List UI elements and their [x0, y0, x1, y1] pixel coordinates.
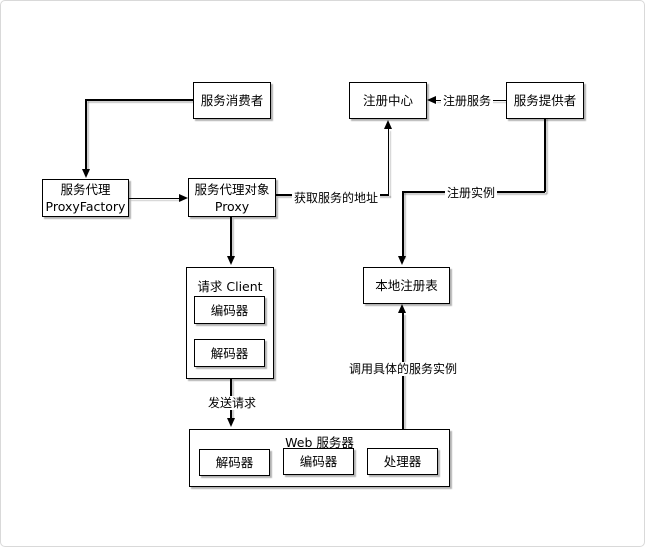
web-server-label: Web 服务器	[285, 435, 354, 450]
node-label: 服务消费者	[200, 93, 264, 108]
node-label-line1: 服务代理对象	[194, 181, 270, 197]
node-service-provider: 服务提供者	[506, 82, 584, 119]
node-label: 服务提供者	[513, 93, 577, 108]
node-local-registry: 本地注册表	[363, 267, 450, 304]
arrowhead-left-icon	[427, 96, 436, 104]
edge-provider-localregistry-v1	[544, 117, 546, 192]
arrowhead-up-icon	[383, 120, 392, 129]
edge-proxyfactory-proxy	[129, 197, 180, 200]
arrowhead-right-icon	[179, 194, 188, 202]
node-label-line2: ProxyFactory	[45, 199, 126, 214]
node-label-line2: Proxy	[214, 198, 250, 214]
node-proxy-object: 服务代理对象 Proxy	[188, 178, 276, 217]
edge-label-send-request: 发送请求	[205, 396, 259, 410]
arrowhead-up-icon	[398, 304, 407, 313]
request-client-label: 请求 Client	[197, 279, 263, 294]
node-web-handler: 处理器	[367, 448, 438, 475]
edge-label-register-service: 注册服务	[440, 93, 494, 108]
node-web-decoder: 解码器	[199, 449, 270, 476]
node-label: 注册中心	[362, 93, 413, 108]
edge-handler-localregistry	[402, 313, 404, 448]
node-service-consumer: 服务消费者	[193, 82, 271, 119]
edge-provider-localregistry-v2	[402, 191, 404, 258]
node-proxy-factory: 服务代理 ProxyFactory	[42, 179, 129, 217]
node-client-encoder: 编码器	[194, 296, 265, 324]
node-label: 解码器	[215, 455, 254, 470]
edge-label-get-service-address: 获取服务的地址	[291, 191, 381, 205]
node-label: 本地注册表	[375, 278, 438, 293]
node-registry-center: 注册中心	[349, 82, 427, 119]
node-label: 解码器	[210, 345, 249, 361]
edge-proxy-client	[230, 217, 232, 257]
arrowhead-down-icon	[226, 256, 235, 265]
edge-consumer-proxyfactory-h	[86, 99, 193, 101]
node-client-decoder: 解码器	[194, 339, 265, 367]
node-label: 处理器	[383, 454, 422, 469]
arrowhead-down-icon	[81, 169, 90, 178]
node-label-line1: 服务代理	[60, 182, 111, 197]
edge-consumer-proxyfactory-v	[85, 99, 87, 171]
arrowhead-down-icon	[226, 418, 235, 427]
node-label: 编码器	[210, 302, 249, 318]
edge-proxy-registry-v	[387, 129, 390, 196]
node-web-encoder: 编码器	[283, 448, 354, 475]
arrowhead-down-icon	[398, 256, 407, 265]
edge-label-invoke-instance: 调用具体的服务实例	[346, 362, 460, 376]
edge-label-register-instance: 注册实例	[444, 185, 498, 200]
node-label: 编码器	[299, 454, 338, 469]
